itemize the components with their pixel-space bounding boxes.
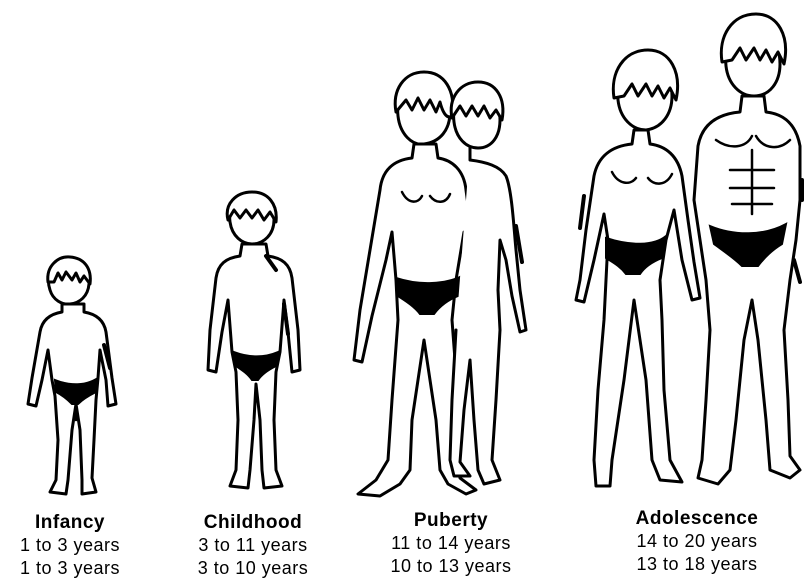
stage-name: Childhood — [178, 512, 328, 534]
stage-range-second: 1 to 3 years — [0, 557, 140, 580]
stage-range-first: 1 to 3 years — [0, 534, 140, 557]
infant-figure — [28, 257, 116, 494]
stage-range-first: 11 to 14 years — [372, 532, 530, 555]
stage-range-second: 10 to 13 years — [372, 555, 530, 578]
stage-childhood: Childhood 3 to 11 years 3 to 10 years — [178, 512, 328, 580]
stage-name: Adolescence — [612, 508, 782, 530]
stage-puberty: Puberty 11 to 14 years 10 to 13 years — [372, 510, 530, 578]
adolescent-female-figure — [576, 50, 700, 486]
stage-range-second: 13 to 18 years — [612, 553, 782, 576]
stage-range-first: 14 to 20 years — [612, 530, 782, 553]
stage-range-second: 3 to 10 years — [178, 557, 328, 580]
stage-name: Puberty — [372, 510, 530, 532]
stage-name: Infancy — [0, 512, 140, 534]
adolescent-male-figure — [694, 14, 802, 484]
stage-adolescence: Adolescence 14 to 20 years 13 to 18 year… — [612, 508, 782, 576]
child-figure — [208, 192, 300, 488]
stage-infancy: Infancy 1 to 3 years 1 to 3 years — [0, 512, 140, 580]
puberty-male-figure — [450, 82, 526, 484]
stage-range-first: 3 to 11 years — [178, 534, 328, 557]
